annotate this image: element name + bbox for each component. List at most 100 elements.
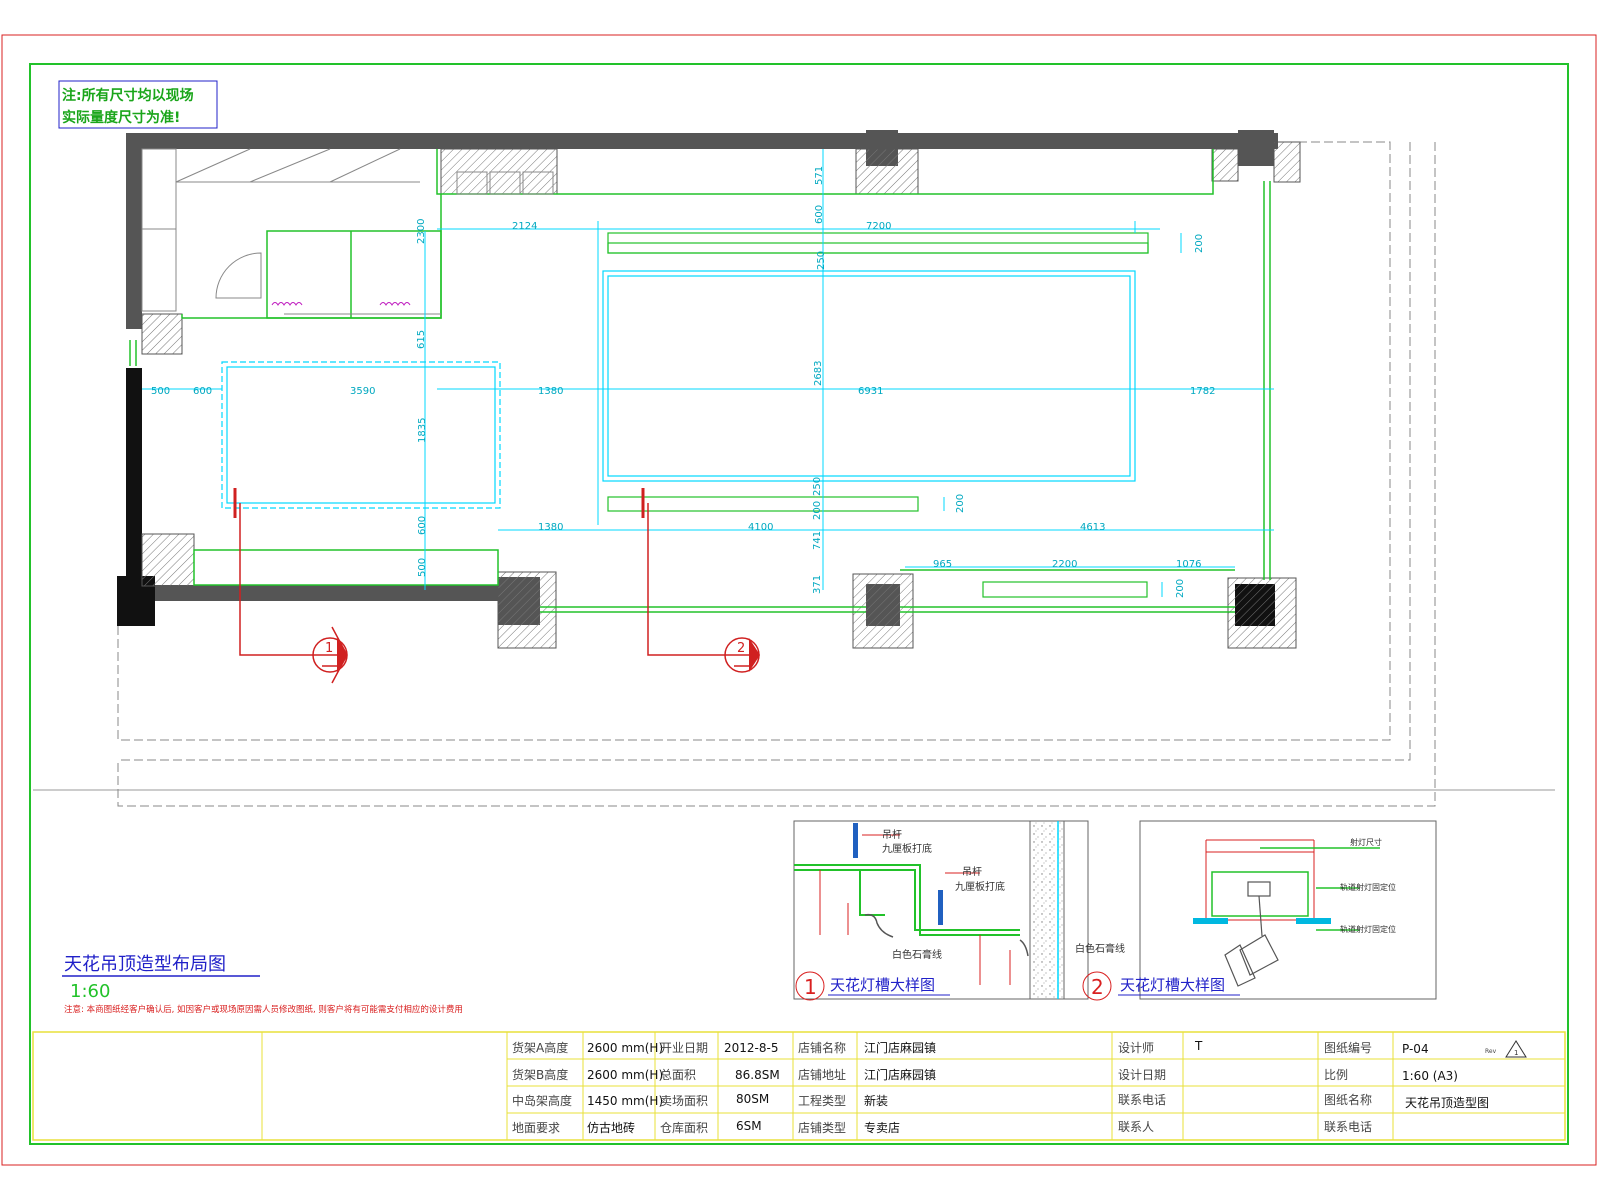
- dimension-lines: [142, 149, 1274, 597]
- tb-r2-c3-value: 江门店麻园镇: [864, 1067, 936, 1082]
- tb-rev-symbol: 1: [1514, 1049, 1518, 1057]
- tb-r1-c5-value: P-04: [1402, 1042, 1429, 1056]
- tb-r4-c5-label: 联系电话: [1324, 1120, 1372, 1134]
- detail-1-num-circle: [795, 971, 825, 1001]
- dim-200-b: 200: [1175, 579, 1186, 598]
- dim-250-low: 250: [812, 477, 823, 496]
- detail-1-title: 天花灯槽大样图: [830, 976, 935, 994]
- section-marker-1-num: 1: [325, 641, 333, 656]
- dim-500: 500: [151, 386, 170, 397]
- detail-1-label-6: 白色石膏线: [1075, 942, 1125, 955]
- dim-2200: 2200: [1052, 559, 1077, 570]
- tb-r2-c2-label: 总面积: [660, 1068, 696, 1082]
- tb-r3-c3-label: 工程类型: [798, 1093, 846, 1108]
- dim-600-left: 600: [193, 386, 212, 397]
- dim-1076: 1076: [1176, 559, 1201, 570]
- section-marker-2: [641, 488, 760, 673]
- ceiling-tray-right: [602, 270, 1136, 482]
- tb-r3-c4-label: 联系电话: [1118, 1093, 1166, 1107]
- dim-600-v: 600: [417, 516, 428, 535]
- dim-6931: 6931: [858, 386, 883, 397]
- dim-3590: 3590: [350, 386, 375, 397]
- tb-r2-c5-label: 比例: [1324, 1068, 1348, 1082]
- dim-741: 741: [812, 531, 823, 550]
- dim-500-v: 500: [417, 558, 428, 577]
- tb-r2-c2-value: 86.8SM: [735, 1068, 780, 1082]
- dim-4613: 4613: [1080, 522, 1105, 533]
- detail-1-label-2: 九厘板打底: [882, 842, 932, 855]
- outer-red-frame: [1, 34, 1597, 1166]
- section-marker-2-num: 2: [737, 641, 745, 656]
- tb-r1-c2-value: 2012-8-5: [724, 1041, 778, 1055]
- drawing-scale: 1:60: [70, 981, 110, 1002]
- tb-r4-c2-value: 6SM: [736, 1119, 762, 1133]
- tb-r3-c1-label: 中岛架高度: [512, 1093, 572, 1108]
- tb-r1-c3-value: 江门店麻园镇: [864, 1040, 936, 1055]
- dashed-outline: [117, 141, 1436, 807]
- tb-r2-c5-value: 1:60 (A3): [1402, 1069, 1458, 1083]
- tb-r1-c4-label: 设计师: [1118, 1041, 1154, 1055]
- tb-r1-c4-value: T: [1194, 1039, 1203, 1053]
- detail-2-num-circle: [1082, 971, 1112, 1001]
- bottom-wall: [126, 585, 498, 601]
- dim-4100: 4100: [748, 522, 773, 533]
- detail-1: 吊杆 九厘板打底 吊杆 九厘板打底 白色石膏线 白色石膏线 1 天花灯槽大样图: [793, 820, 1125, 1001]
- tb-r1-c5-label: 图纸编号: [1324, 1040, 1372, 1055]
- dim-1380-low: 1380: [538, 522, 563, 533]
- rev-triangle-icon: [1505, 1040, 1527, 1058]
- tb-r3-c1-value: 1450 mm(H): [587, 1094, 663, 1108]
- dim-571: 571: [814, 166, 825, 185]
- hatched-casings: [141, 141, 1301, 649]
- storage-shelves: [141, 148, 554, 315]
- dim-1835: 1835: [417, 418, 428, 443]
- detail-2-num: 2: [1091, 975, 1104, 999]
- tb-r2-c1-value: 2600 mm(H): [587, 1068, 663, 1082]
- detail-1-label-5: 白色石膏线: [892, 948, 942, 961]
- tb-r3-c2-label: 卖场面积: [660, 1094, 708, 1108]
- dim-250: 250: [816, 251, 827, 270]
- dim-1782: 1782: [1190, 386, 1215, 397]
- dim-615: 615: [416, 330, 427, 349]
- top-wall: [126, 133, 1278, 149]
- note-line-1: 注:所有尺寸均以现场: [62, 87, 194, 104]
- note-box: [58, 80, 218, 129]
- tb-r3-c5-label: 图纸名称: [1324, 1092, 1372, 1107]
- tb-r1-c1-value: 2600 mm(H): [587, 1041, 663, 1055]
- tb-rev-label: Rev: [1485, 1048, 1497, 1055]
- tb-r3-c5-value: 天花吊顶造型图: [1405, 1095, 1489, 1110]
- tb-r3-c2-value: 80SM: [736, 1092, 769, 1106]
- tb-r4-c1-value: 仿古地砖: [587, 1120, 635, 1135]
- interior-green-lines: [129, 149, 1271, 613]
- detail-2-label-2: 轨道射灯固定位: [1340, 882, 1396, 892]
- tb-r4-c3-label: 店铺类型: [798, 1121, 846, 1135]
- tb-r2-c4-label: 设计日期: [1118, 1068, 1166, 1082]
- note-line-2: 实际量度尺寸为准!: [62, 109, 180, 126]
- dimension-texts: 2124 7200 571 600 200 250 2300 500 600 3…: [151, 166, 1215, 598]
- dim-2683: 2683: [813, 361, 824, 386]
- detail-1-label-3: 吊杆: [962, 866, 982, 878]
- detail-1-label-1: 吊杆: [882, 829, 902, 841]
- dim-371: 371: [812, 575, 823, 594]
- dim-1380: 1380: [538, 386, 563, 397]
- detail-1-num: 1: [804, 975, 817, 999]
- detail-1-label-4: 九厘板打底: [955, 880, 1005, 893]
- ceiling-trays: [221, 232, 1149, 598]
- walls: [117, 130, 1278, 626]
- dim-7200: 7200: [866, 221, 891, 232]
- drawing-disclaimer: 注意: 本商图纸经客户确认后, 如因客户或现场原因需人员修改图纸, 则客户将有可…: [64, 1004, 463, 1015]
- left-wall-dark: [126, 368, 142, 580]
- dim-965: 965: [933, 559, 952, 570]
- detail-2-label-3: 轨道射灯固定位: [1340, 924, 1396, 934]
- dim-2124: 2124: [512, 221, 537, 232]
- shelf-fixtures: [271, 302, 411, 306]
- tb-r2-c3-label: 店铺地址: [798, 1068, 846, 1082]
- left-wall: [126, 133, 142, 329]
- dim-2300: 2300: [416, 219, 427, 244]
- tb-r4-c1-label: 地面要求: [512, 1121, 560, 1135]
- tb-r2-c1-label: 货架B高度: [512, 1067, 568, 1082]
- dim-600: 600: [814, 205, 825, 224]
- dim-200-top: 200: [1194, 234, 1205, 253]
- tb-r4-c4-label: 联系人: [1118, 1120, 1154, 1134]
- detail-2: 射灯尺寸 轨道射灯固定位 轨道射灯固定位 2 天花灯槽大样图: [1082, 820, 1437, 1001]
